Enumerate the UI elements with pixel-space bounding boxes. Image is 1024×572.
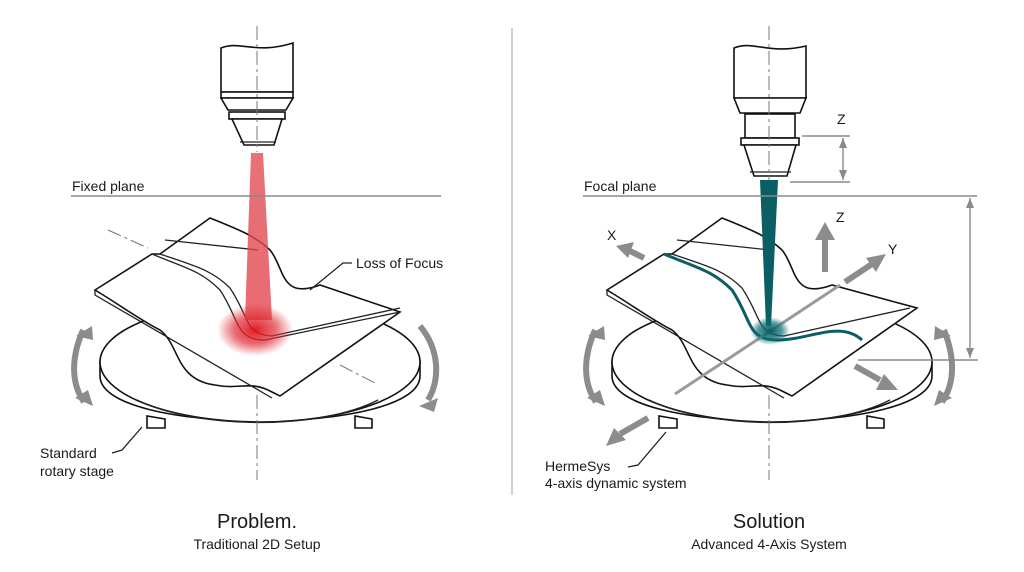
y-axis-label: Y <box>888 241 898 257</box>
workpiece-right <box>605 217 919 399</box>
rotation-arrow-left-a <box>71 326 93 406</box>
z-head-dimension <box>790 135 850 183</box>
z-head-label: Z <box>837 111 846 127</box>
y-axis-arrow-front <box>853 363 898 390</box>
left-panel: Fixed plane Loss of Focus Standard rotar… <box>40 26 443 552</box>
left-subtitle: Traditional 2D Setup <box>193 536 320 552</box>
stage-label-line1: Standard <box>40 445 97 461</box>
focal-plane-label: Focal plane <box>584 178 657 194</box>
x-axis-label: X <box>607 227 617 243</box>
z-axis-arrow <box>815 222 835 272</box>
focus-spot-right <box>750 317 790 345</box>
x-axis-arrow-front <box>606 415 650 446</box>
stage-label-line2: rotary stage <box>40 463 114 479</box>
y-axis-arrow <box>843 254 886 285</box>
laser-head-left <box>219 26 295 152</box>
rotation-arrow-right-a <box>583 326 605 406</box>
system-label-line2: 4-axis dynamic system <box>545 475 687 491</box>
height-dimension <box>858 198 978 361</box>
right-panel: X Z Y <box>545 26 978 552</box>
laser-beam-right <box>760 180 778 326</box>
laser-head-right <box>732 26 808 180</box>
stage-callout-leader <box>111 426 143 454</box>
right-title: Solution <box>733 511 805 533</box>
left-title: Problem. <box>217 511 297 533</box>
x-axis-arrow <box>616 242 646 261</box>
fixed-plane-label: Fixed plane <box>72 178 145 194</box>
rotation-arrow-left-b <box>417 324 440 412</box>
right-subtitle: Advanced 4-Axis System <box>691 536 847 552</box>
z-axis-label: Z <box>836 209 845 225</box>
loss-of-focus-label: Loss of Focus <box>356 255 443 271</box>
system-label-line1: HermeSys <box>545 458 610 474</box>
focus-callout-leader <box>309 262 352 291</box>
rotation-arrow-right-b <box>934 326 956 406</box>
laser-beam-left <box>245 153 272 320</box>
system-callout-leader <box>627 431 667 468</box>
defocus-spot-left <box>217 304 293 356</box>
